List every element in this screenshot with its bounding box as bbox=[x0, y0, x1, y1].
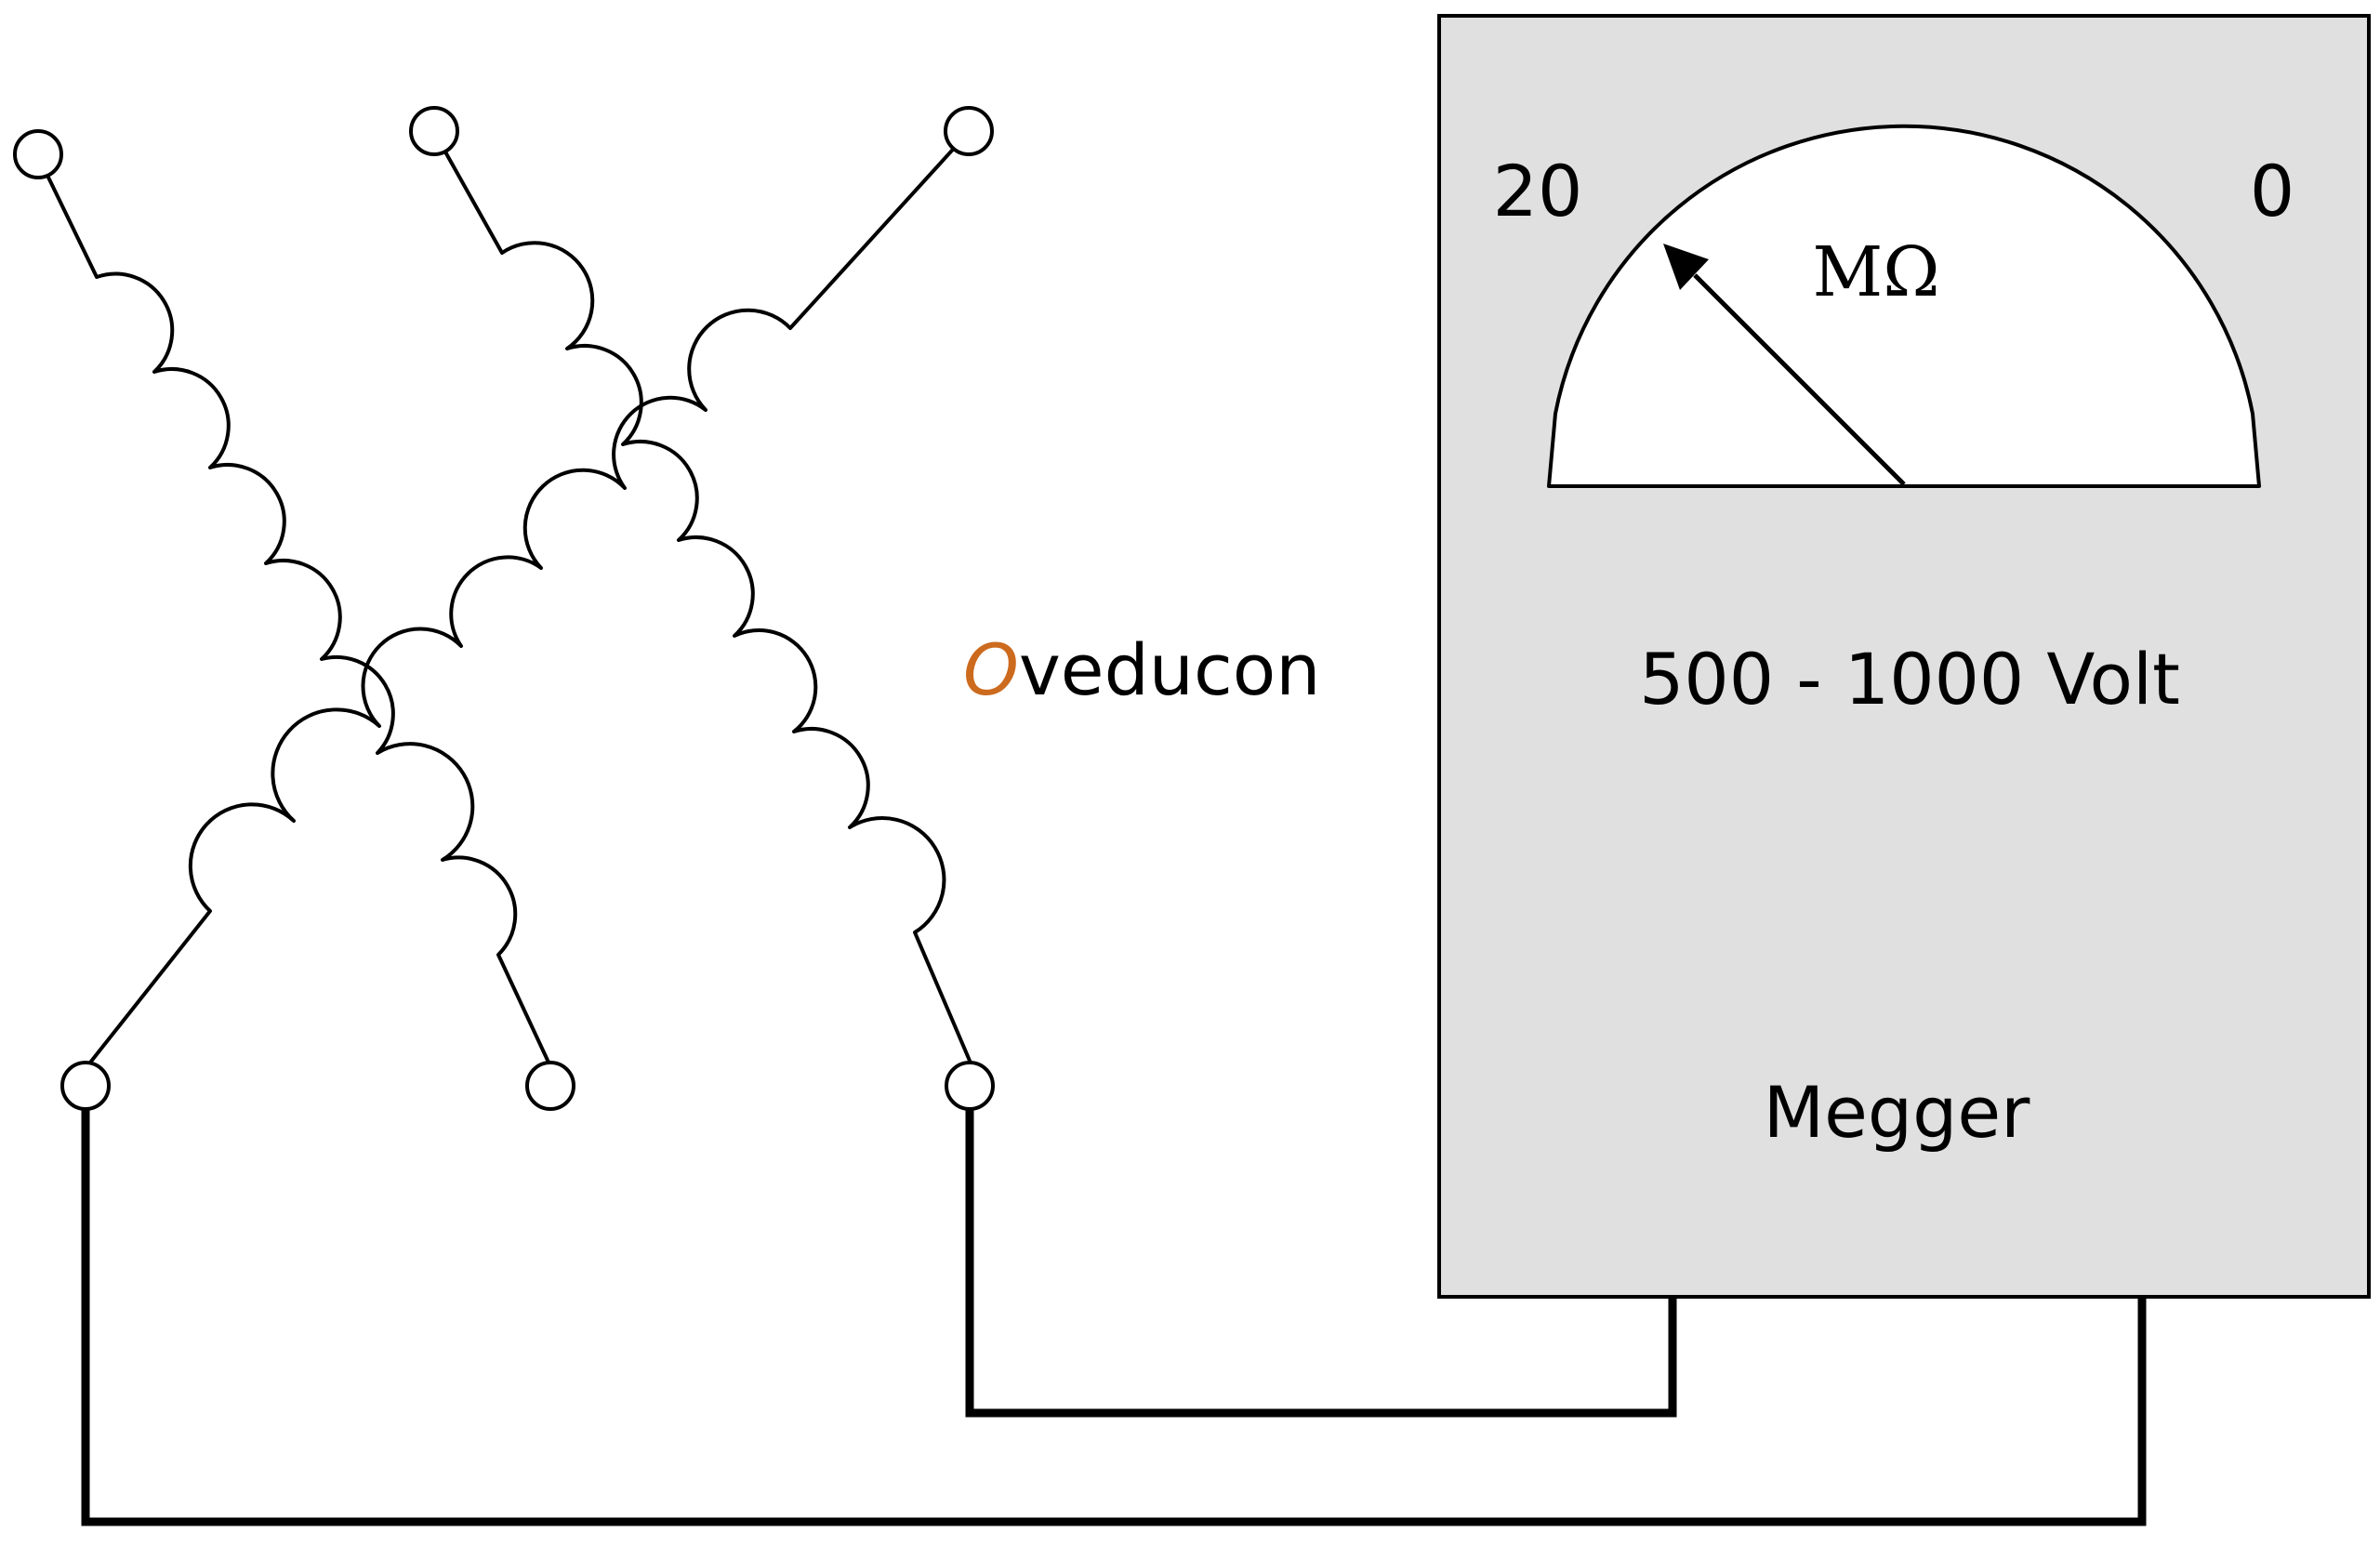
voltage-label: 500 - 1000 Volt bbox=[1639, 638, 2180, 720]
needle-arrowhead bbox=[1663, 244, 1709, 290]
brand-accent-letter: O bbox=[963, 628, 1019, 711]
terminal-bottom-middle bbox=[525, 1061, 575, 1111]
meter-needle bbox=[1693, 273, 1906, 486]
terminal-top-left bbox=[13, 129, 63, 179]
terminal-bottom-left bbox=[60, 1061, 111, 1111]
brand-rest: veducon bbox=[1019, 628, 1321, 711]
scale-min-label: 0 bbox=[2250, 150, 2294, 232]
terminal-top-right bbox=[944, 106, 994, 156]
winding-2 bbox=[432, 130, 972, 1063]
instrument-name: Megger bbox=[1764, 1071, 2031, 1154]
unit-label: MΩ bbox=[1812, 232, 1939, 312]
terminal-bottom-right bbox=[945, 1061, 995, 1111]
brand-logo: Oveducon bbox=[963, 628, 1320, 711]
winding-1 bbox=[36, 154, 552, 1068]
meter-dial bbox=[1547, 124, 2261, 488]
scale-max-label: 20 bbox=[1493, 150, 1583, 232]
test-lead-line bbox=[965, 1083, 1677, 1418]
terminal-top-middle bbox=[409, 106, 459, 156]
test-lead-earth bbox=[81, 1083, 2147, 1526]
winding-3 bbox=[88, 130, 971, 1064]
